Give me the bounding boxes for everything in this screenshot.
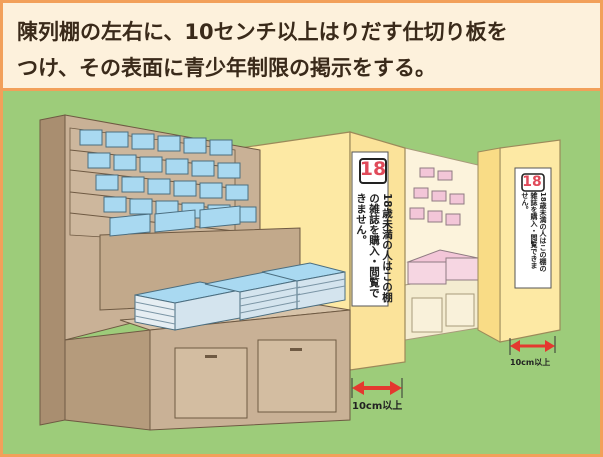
caption-box: 陳列棚の左右に、10センチ以上はりだす仕切り板を つけ、その表面に青少年制限の掲… — [3, 3, 600, 91]
left-shelf-magazines-blue — [79, 129, 257, 237]
left-sign-notice: 18歳未満の人はこの棚の雑誌を購入・閲覧できません。 — [355, 193, 393, 303]
right-sign-notice: 18歳未満の人はこの棚の雑誌を購入・閲覧できません。 — [521, 192, 547, 272]
book-stacks — [134, 262, 346, 331]
caption-line-2: つけ、その表面に青少年制限の掲示をする。 — [17, 56, 436, 80]
right-sign-age-mark: 18 — [522, 174, 542, 190]
right-width-label: 10cm以上 — [510, 358, 551, 367]
left-width-arrow — [351, 378, 403, 398]
caption-line-1: 陳列棚の左右に、10センチ以上はりだす仕切り板を — [17, 20, 508, 44]
right-width-arrow — [509, 336, 556, 355]
left-width-label: 10cm以上 — [352, 401, 403, 412]
left-sign-age-mark: 18 — [359, 158, 387, 180]
right-shelf-magazines-pink — [406, 167, 480, 285]
right-shelf — [404, 147, 480, 341]
